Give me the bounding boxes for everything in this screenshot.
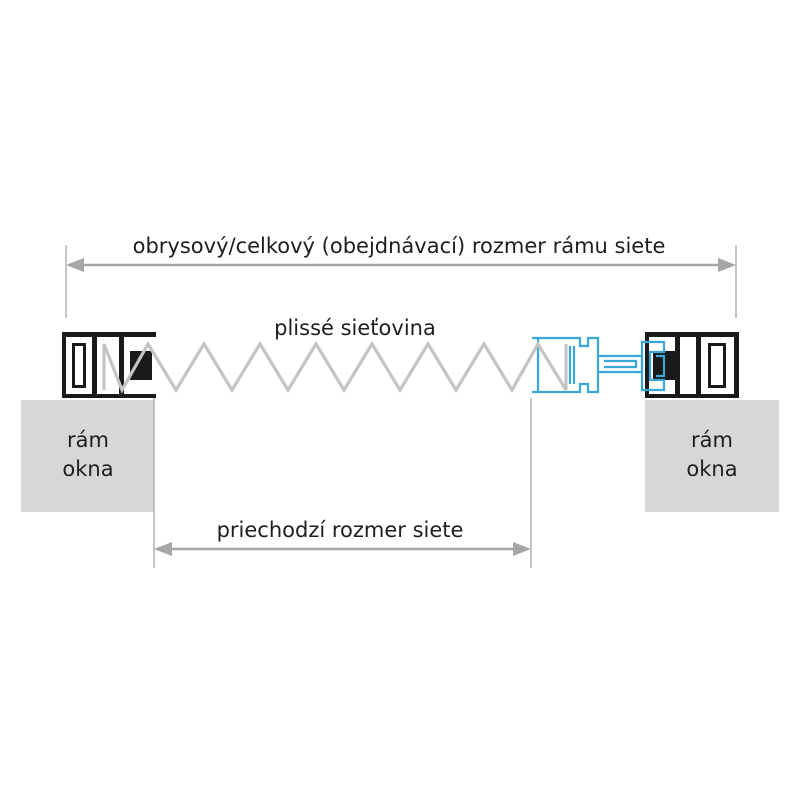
window-frame-left: rám okna: [21, 400, 154, 512]
pleated-mesh: [102, 340, 568, 394]
overall-dimension-label: obrysový/celkový (obejdnávací) rozmer rá…: [133, 234, 666, 258]
clear-opening-dimension: priechodzí rozmer siete: [153, 398, 532, 568]
clear-opening-label: priechodzí rozmer siete: [217, 518, 464, 542]
overall-dimension: obrysový/celkový (obejdnávací) rozmer rá…: [65, 234, 737, 318]
overall-arrow-right: [718, 258, 736, 272]
wall-right-label-line2: okna: [686, 457, 737, 481]
wall-right: [645, 400, 779, 512]
window-frame-right: rám okna: [645, 400, 779, 512]
wall-right-label-line1: rám: [691, 428, 733, 452]
overall-arrow-left: [66, 258, 84, 272]
wall-left: [21, 400, 154, 512]
clear-arrow-left: [154, 542, 172, 556]
wall-left-label-line2: okna: [62, 457, 113, 481]
left-frame-profile: [62, 332, 156, 398]
wall-left-label-line1: rám: [67, 428, 109, 452]
moving-profile: [532, 336, 666, 394]
mesh-label: plissé sieťovina: [274, 316, 436, 340]
clear-arrow-right: [513, 542, 531, 556]
